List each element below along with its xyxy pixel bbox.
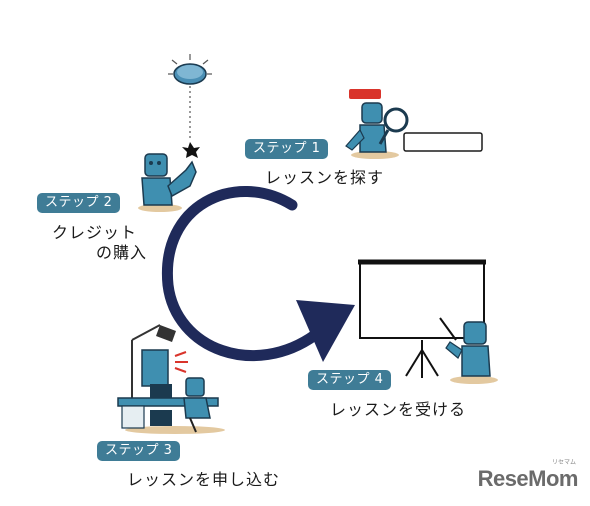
step4-label: レッスンを受ける (330, 400, 467, 419)
brand-ruby: リセマム (551, 459, 576, 466)
coin-icon (168, 54, 212, 158)
step4-badge: ステップ 4 (308, 370, 392, 390)
step2-badge: ステップ 2 (37, 193, 121, 213)
figure-thumbs-up (138, 153, 197, 212)
step3-badge: ステップ 3 (97, 441, 181, 461)
brand-logo: ReseMom (477, 466, 579, 491)
figure-searcher (345, 89, 409, 159)
step1-label: レッスンを探す (265, 168, 385, 187)
screen-icon (358, 259, 486, 378)
cycle-arrow (161, 185, 355, 362)
step3-label: レッスンを申し込む (127, 470, 281, 489)
step2-label-line2: の購入 (96, 243, 148, 262)
step2-label-line1: クレジット (52, 223, 138, 242)
search-box (403, 132, 483, 152)
magnifier-icon (378, 107, 409, 145)
figure-presenter (445, 321, 498, 384)
desk-icon (117, 324, 225, 434)
step1-badge: ステップ 1 (245, 139, 329, 159)
